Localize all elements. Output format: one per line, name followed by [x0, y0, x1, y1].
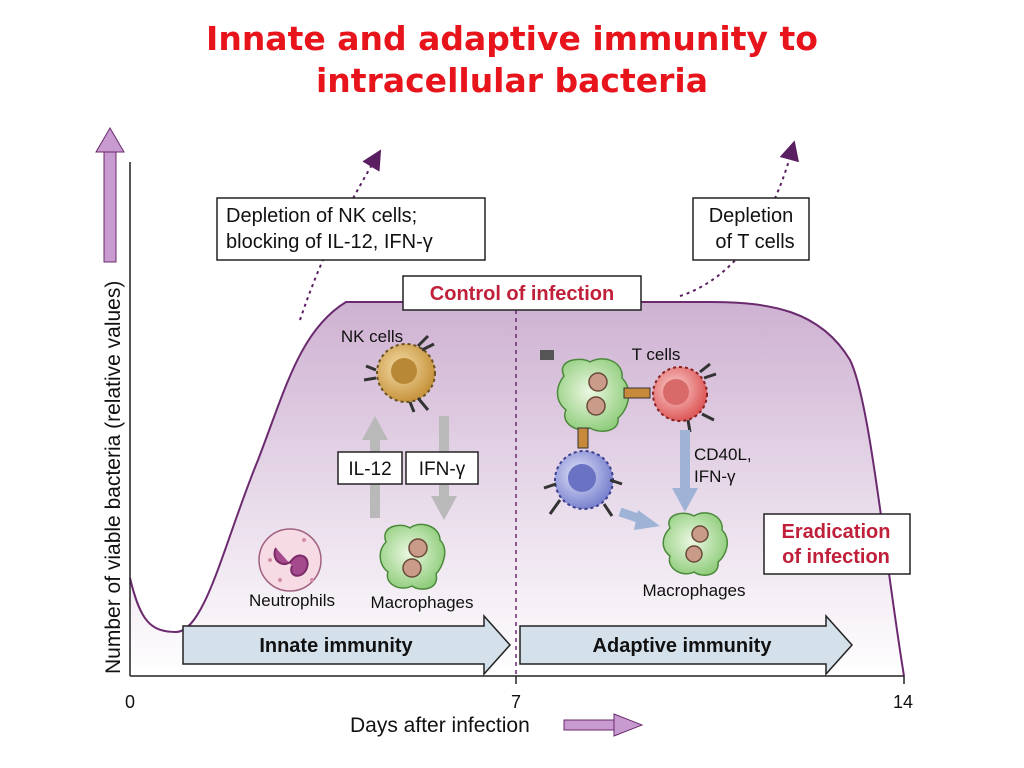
adaptive-immunity-label: Adaptive immunity	[593, 635, 773, 657]
depletion-nk-line2: blocking of IL-12, IFN-γ	[226, 231, 433, 253]
adaptive-immunity-arrow: Adaptive immunity	[519, 614, 854, 676]
x-tick-label-7: 7	[511, 692, 521, 712]
eradication-box: Eradication of infection	[763, 513, 911, 575]
t-cell-icon	[652, 362, 717, 433]
depletion-nk-dotted-arrow	[299, 149, 382, 321]
macrophage-adaptive-icon	[662, 512, 728, 576]
innate-immunity-arrow: Innate immunity	[182, 614, 512, 676]
macrophage-tcell-icon	[540, 350, 651, 449]
macrophages-adaptive-label: Macrophages	[642, 581, 745, 600]
y-axis-arrow-icon	[95, 127, 125, 263]
title-line-1: Innate and adaptive immunity to	[206, 19, 818, 58]
il12-box: IL-12	[337, 451, 403, 485]
macrophages-innate-label: Macrophages	[370, 593, 473, 612]
nk-cells-label: NK cells	[341, 327, 403, 346]
macrophage-innate-icon	[379, 523, 446, 590]
control-infection-label: Control of infection	[430, 283, 614, 305]
page-title: Innate and adaptive immunity to intracel…	[0, 18, 1024, 102]
ifn-box: IFN-γ	[405, 451, 479, 485]
depletion-nk-box: Depletion of NK cells; blocking of IL-12…	[216, 197, 486, 261]
x-tick-label-14: 14	[893, 692, 913, 712]
x-tick-label-0: 0	[125, 692, 135, 712]
blue-cell-icon	[543, 450, 623, 517]
t-cells-label: T cells	[632, 345, 681, 364]
neutrophils-label: Neutrophils	[249, 591, 335, 610]
bacteria-curve	[129, 301, 905, 677]
cd40l-down-arrow-icon	[672, 430, 698, 512]
depletion-t-box: Depletion of T cells	[692, 197, 810, 261]
depletion-t-line1: Depletion	[709, 205, 794, 227]
title-line-2: intracellular bacteria	[316, 61, 708, 100]
y-axis-label: Number of viable bacteria (relative valu…	[102, 281, 125, 674]
depletion-nk-line1: Depletion of NK cells;	[226, 205, 417, 227]
cd40l-line1: CD40L,	[694, 445, 752, 464]
eradication-line1: Eradication	[782, 521, 891, 543]
bacteria-curve-fill	[130, 302, 904, 676]
depletion-t-dotted-arrow	[679, 140, 799, 297]
il12-label: IL-12	[348, 459, 391, 480]
nk-cell-icon	[363, 334, 436, 413]
eradication-line2: of infection	[782, 546, 890, 568]
x-axis-arrow-icon	[563, 713, 644, 737]
control-infection-box: Control of infection	[402, 275, 642, 311]
blue-cell-arrow-icon	[618, 507, 660, 530]
neutrophil-icon	[258, 528, 322, 592]
cd40l-line2: IFN-γ	[694, 467, 736, 486]
ifn-label: IFN-γ	[419, 459, 466, 480]
depletion-t-line2: of T cells	[715, 231, 794, 253]
innate-immunity-label: Innate immunity	[259, 635, 413, 657]
x-axis-label: Days after infection	[350, 714, 530, 737]
